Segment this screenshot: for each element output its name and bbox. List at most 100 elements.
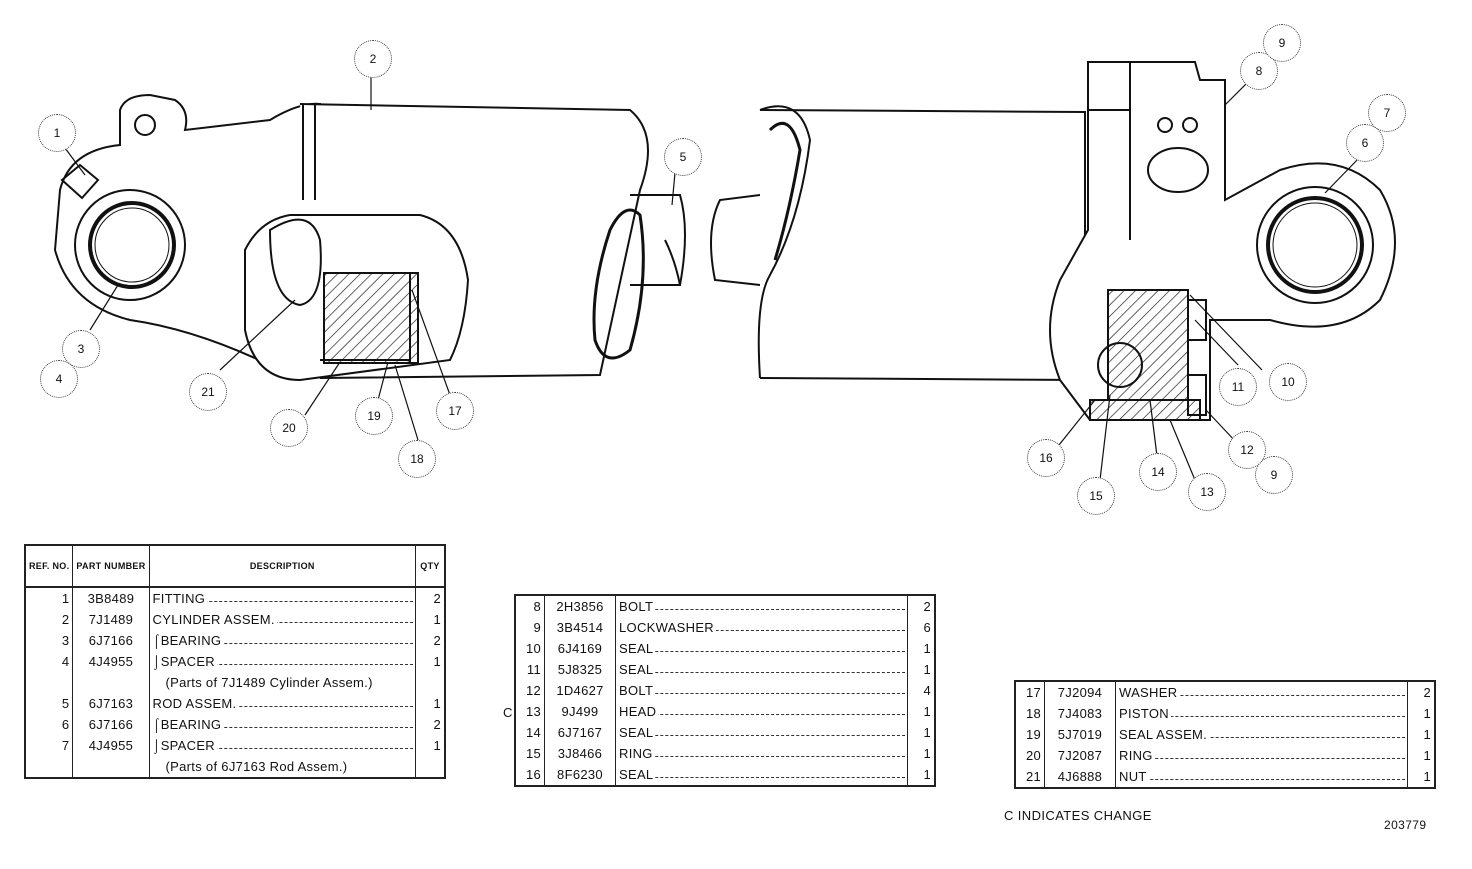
quantity: 2 xyxy=(415,714,446,735)
description-cell: PISTON xyxy=(1115,703,1408,724)
dotted-leader xyxy=(620,714,905,715)
ref-number: 17 xyxy=(1014,681,1045,703)
quantity: 1 xyxy=(907,638,936,659)
part-number: 4J4955 xyxy=(72,651,150,672)
dotted-leader xyxy=(1120,758,1405,759)
part-description: PISTON xyxy=(1119,706,1171,721)
change-marker: C xyxy=(503,705,513,720)
ref-number: 10 xyxy=(514,638,545,659)
ref-number: 18 xyxy=(1014,703,1045,724)
callout-14: 14 xyxy=(1139,453,1177,491)
callout-18: 18 xyxy=(398,440,436,478)
part-number: 7J4083 xyxy=(1044,703,1116,724)
quantity: 4 xyxy=(907,680,936,701)
part-number: 2H3856 xyxy=(544,595,616,617)
part-description: (Parts of 6J7163 Rod Assem.) xyxy=(165,759,350,774)
part-number xyxy=(72,672,150,693)
piston-rod-right xyxy=(710,194,761,286)
part-description: SEAL xyxy=(619,662,656,677)
part-number: 7J2094 xyxy=(1044,681,1116,703)
table-row: (Parts of 6J7163 Rod Assem.) xyxy=(24,756,446,778)
quantity: 1 xyxy=(1407,766,1436,788)
description-cell: ⌠BEARING xyxy=(148,630,417,651)
ref-number: 2 xyxy=(24,609,74,630)
part-number: 7J2087 xyxy=(1044,745,1116,766)
description-cell: FITTING xyxy=(148,587,417,609)
callout-6: 6 xyxy=(1346,124,1384,162)
table-row: (Parts of 7J1489 Cylinder Assem.) xyxy=(24,672,446,693)
part-description: SEAL xyxy=(619,767,656,782)
ref-number: 16 xyxy=(514,764,545,786)
dotted-leader xyxy=(1120,695,1405,696)
change-note: C INDICATES CHANGE xyxy=(1004,808,1152,823)
part-description: RING xyxy=(619,746,655,761)
part-description: NUT xyxy=(1119,769,1149,784)
leader-lines xyxy=(64,74,1361,481)
part-number: 5J8325 xyxy=(544,659,616,680)
dotted-leader xyxy=(620,777,905,778)
description-cell: ⌠BEARING xyxy=(148,714,417,735)
callout-4: 4 xyxy=(40,360,78,398)
part-description: BOLT xyxy=(619,683,656,698)
dotted-leader xyxy=(153,727,413,728)
part-number: 1D4627 xyxy=(544,680,616,701)
dotted-leader xyxy=(620,756,905,757)
part-description: LOCKWASHER xyxy=(619,620,716,635)
part-description: HEAD xyxy=(619,704,659,719)
part-description: ⌡SPACER xyxy=(152,654,217,669)
callout-13: 13 xyxy=(1188,473,1226,511)
quantity: 6 xyxy=(907,617,936,638)
part-description: ⌡SPACER xyxy=(152,738,217,753)
part-description: CYLINDER ASSEM. xyxy=(152,612,277,627)
part-description: SEAL xyxy=(619,725,656,740)
quantity: 1 xyxy=(907,743,936,764)
part-description: RING xyxy=(1119,748,1155,763)
part-description: BOLT xyxy=(619,599,656,614)
dotted-leader xyxy=(620,651,905,652)
description-cell: CYLINDER ASSEM. xyxy=(148,609,417,630)
description-cell: SEAL xyxy=(615,659,908,680)
part-description: ROD ASSEM. xyxy=(152,696,239,711)
description-cell: WASHER xyxy=(1115,681,1408,703)
piston-cutaway xyxy=(244,214,470,382)
dotted-leader xyxy=(620,609,905,610)
callout-2: 2 xyxy=(354,40,392,78)
callout-9-top: 9 xyxy=(1263,24,1301,62)
ref-number: 6 xyxy=(24,714,74,735)
callout-10: 10 xyxy=(1269,363,1307,401)
quantity: 2 xyxy=(415,587,446,609)
drawing-number: 203779 xyxy=(1384,818,1427,832)
callout-1: 1 xyxy=(38,114,76,152)
part-number: 3J8466 xyxy=(544,743,616,764)
description-cell: RING xyxy=(615,743,908,764)
part-number: 9J499 xyxy=(544,701,616,722)
cylinder-exploded-diagram xyxy=(53,61,1396,481)
dotted-leader xyxy=(153,664,413,665)
part-description: ⌠BEARING xyxy=(152,717,224,732)
dotted-leader xyxy=(1120,737,1405,738)
quantity: 1 xyxy=(415,609,446,630)
quantity xyxy=(415,672,446,693)
callout-7: 7 xyxy=(1368,94,1406,132)
part-number: 6J7166 xyxy=(72,630,150,651)
header-part-number: PART NUMBER xyxy=(72,545,150,588)
quantity: 1 xyxy=(1407,745,1436,766)
ref-number xyxy=(24,672,74,693)
ref-number: 12 xyxy=(514,680,545,701)
ref-number xyxy=(24,756,74,778)
part-number: 6J7167 xyxy=(544,722,616,743)
header-description: DESCRIPTION xyxy=(148,545,417,588)
description-cell: SEAL xyxy=(615,722,908,743)
callout-5: 5 xyxy=(664,138,702,176)
dotted-leader xyxy=(153,601,413,602)
dotted-leader xyxy=(620,672,905,673)
ref-number: 4 xyxy=(24,651,74,672)
piston-rod-left xyxy=(630,194,686,286)
